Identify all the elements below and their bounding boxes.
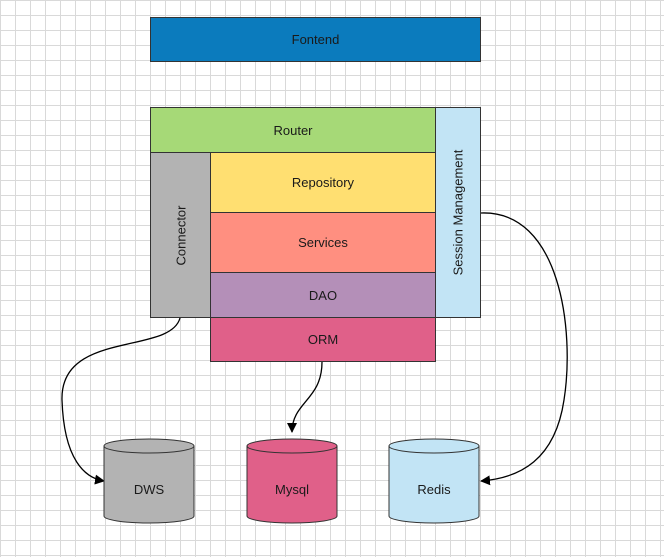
- connector-block: Connector: [150, 152, 211, 318]
- dws-database: DWS: [103, 438, 195, 524]
- connector-to-dws-arrow: [61, 317, 181, 485]
- mysql-database: Mysql: [246, 438, 338, 524]
- dws-label: DWS: [134, 482, 165, 497]
- dao-block: DAO: [210, 272, 436, 318]
- redis-database: Redis: [388, 438, 480, 524]
- orm-to-mysql-arrow: [287, 361, 323, 433]
- session-management-block: Session Management: [435, 107, 481, 318]
- frontend-block: Fontend: [150, 17, 481, 62]
- router-label: Router: [273, 122, 313, 138]
- redis-label: Redis: [417, 482, 451, 497]
- frontend-label: Fontend: [291, 32, 340, 47]
- orm-block: ORM: [210, 317, 436, 362]
- session-to-redis-arrow: [480, 212, 568, 486]
- orm-label: ORM: [307, 332, 339, 347]
- services-label: Services: [298, 235, 348, 250]
- mysql-label: Mysql: [275, 482, 309, 497]
- repository-label: Repository: [291, 175, 355, 190]
- dao-label: DAO: [308, 287, 338, 303]
